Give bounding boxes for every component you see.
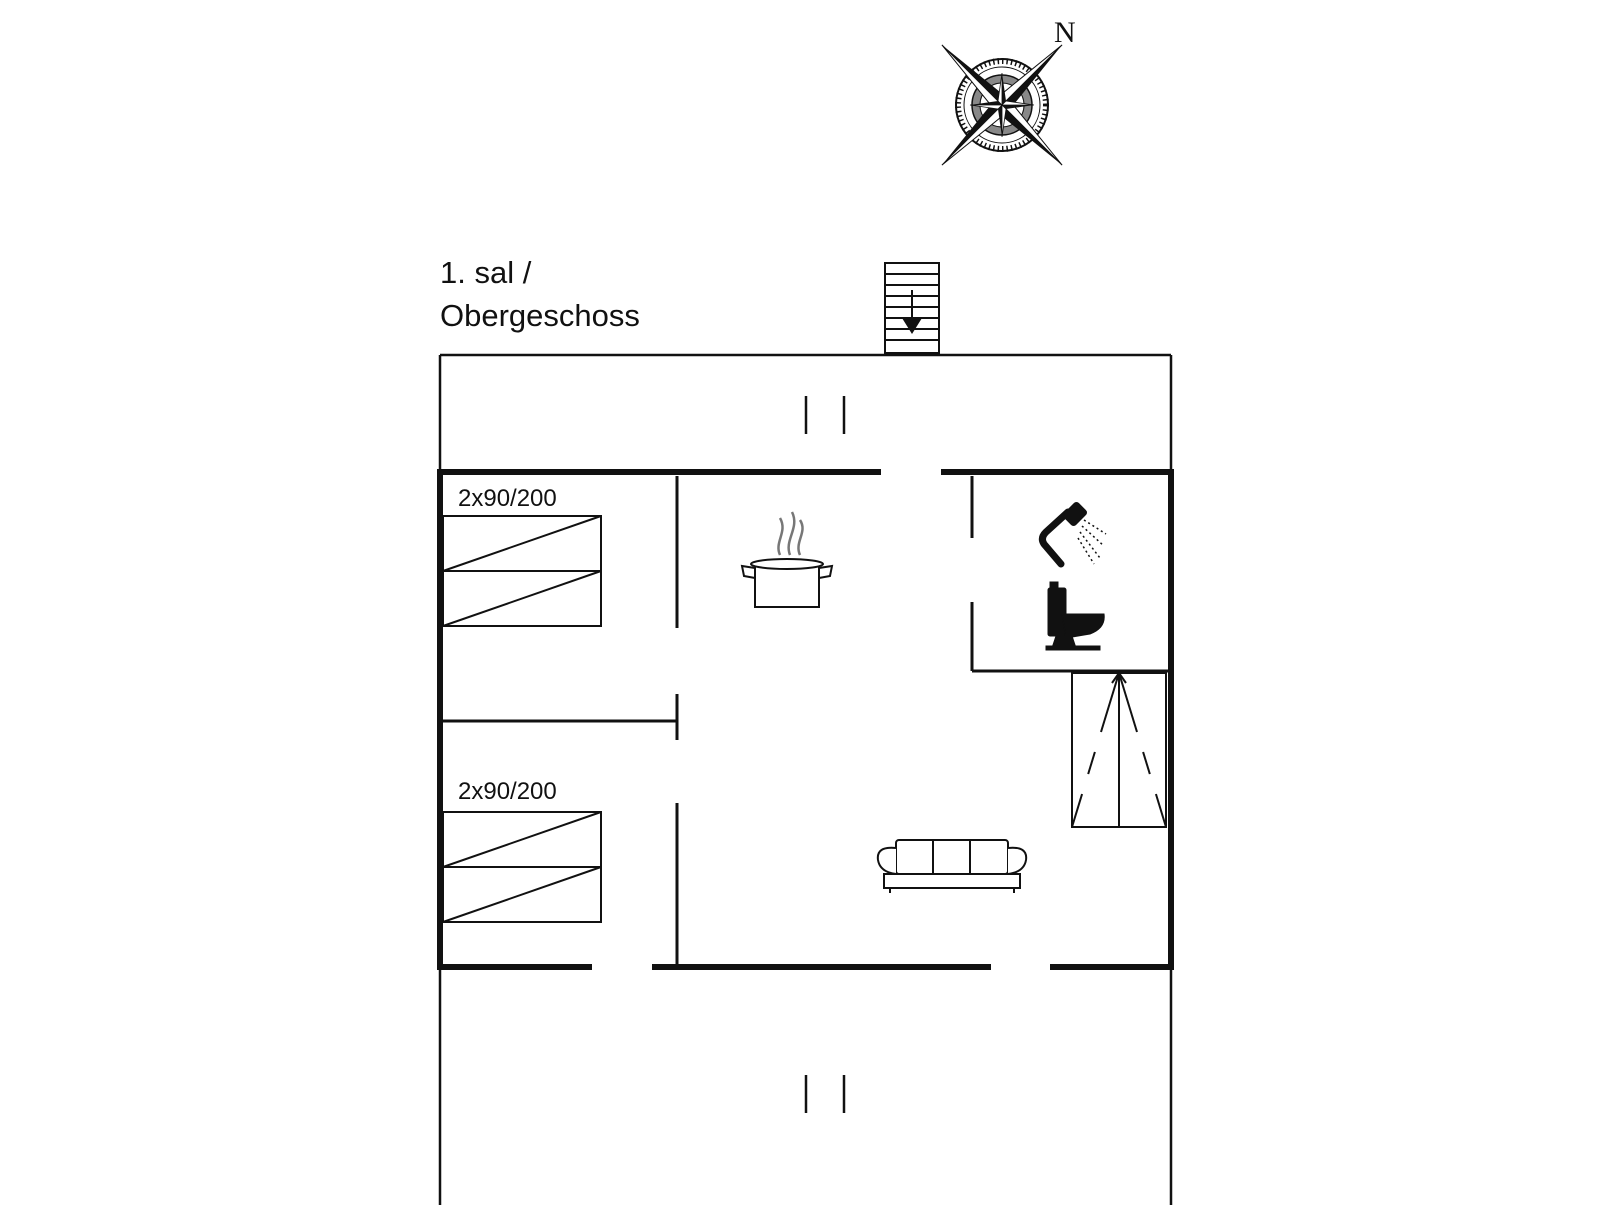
- toilet-icon: [1045, 581, 1105, 651]
- compass-rose-icon: [941, 44, 1063, 166]
- bed-size-label-bottom: 2x90/200: [458, 778, 557, 805]
- roof-outline: [438, 353, 1173, 1205]
- shower-icon: [1038, 502, 1107, 568]
- floor-title-line2: Obergeschoss: [440, 298, 640, 333]
- compass-north-label: N: [1054, 16, 1076, 49]
- twin-bed-icon: [442, 811, 602, 923]
- bed-size-label-top: 2x90/200: [458, 485, 557, 512]
- stairs-down-icon: [884, 262, 940, 354]
- interior-walls: [443, 476, 1168, 964]
- cooking-pot-icon: [740, 511, 834, 608]
- floor-title-line1: 1. sal /: [440, 255, 532, 290]
- stairs-icon: [1071, 671, 1167, 828]
- twin-bed-icon: [442, 515, 602, 627]
- exterior-walls: [437, 469, 1174, 970]
- sofa-icon: [876, 839, 1028, 893]
